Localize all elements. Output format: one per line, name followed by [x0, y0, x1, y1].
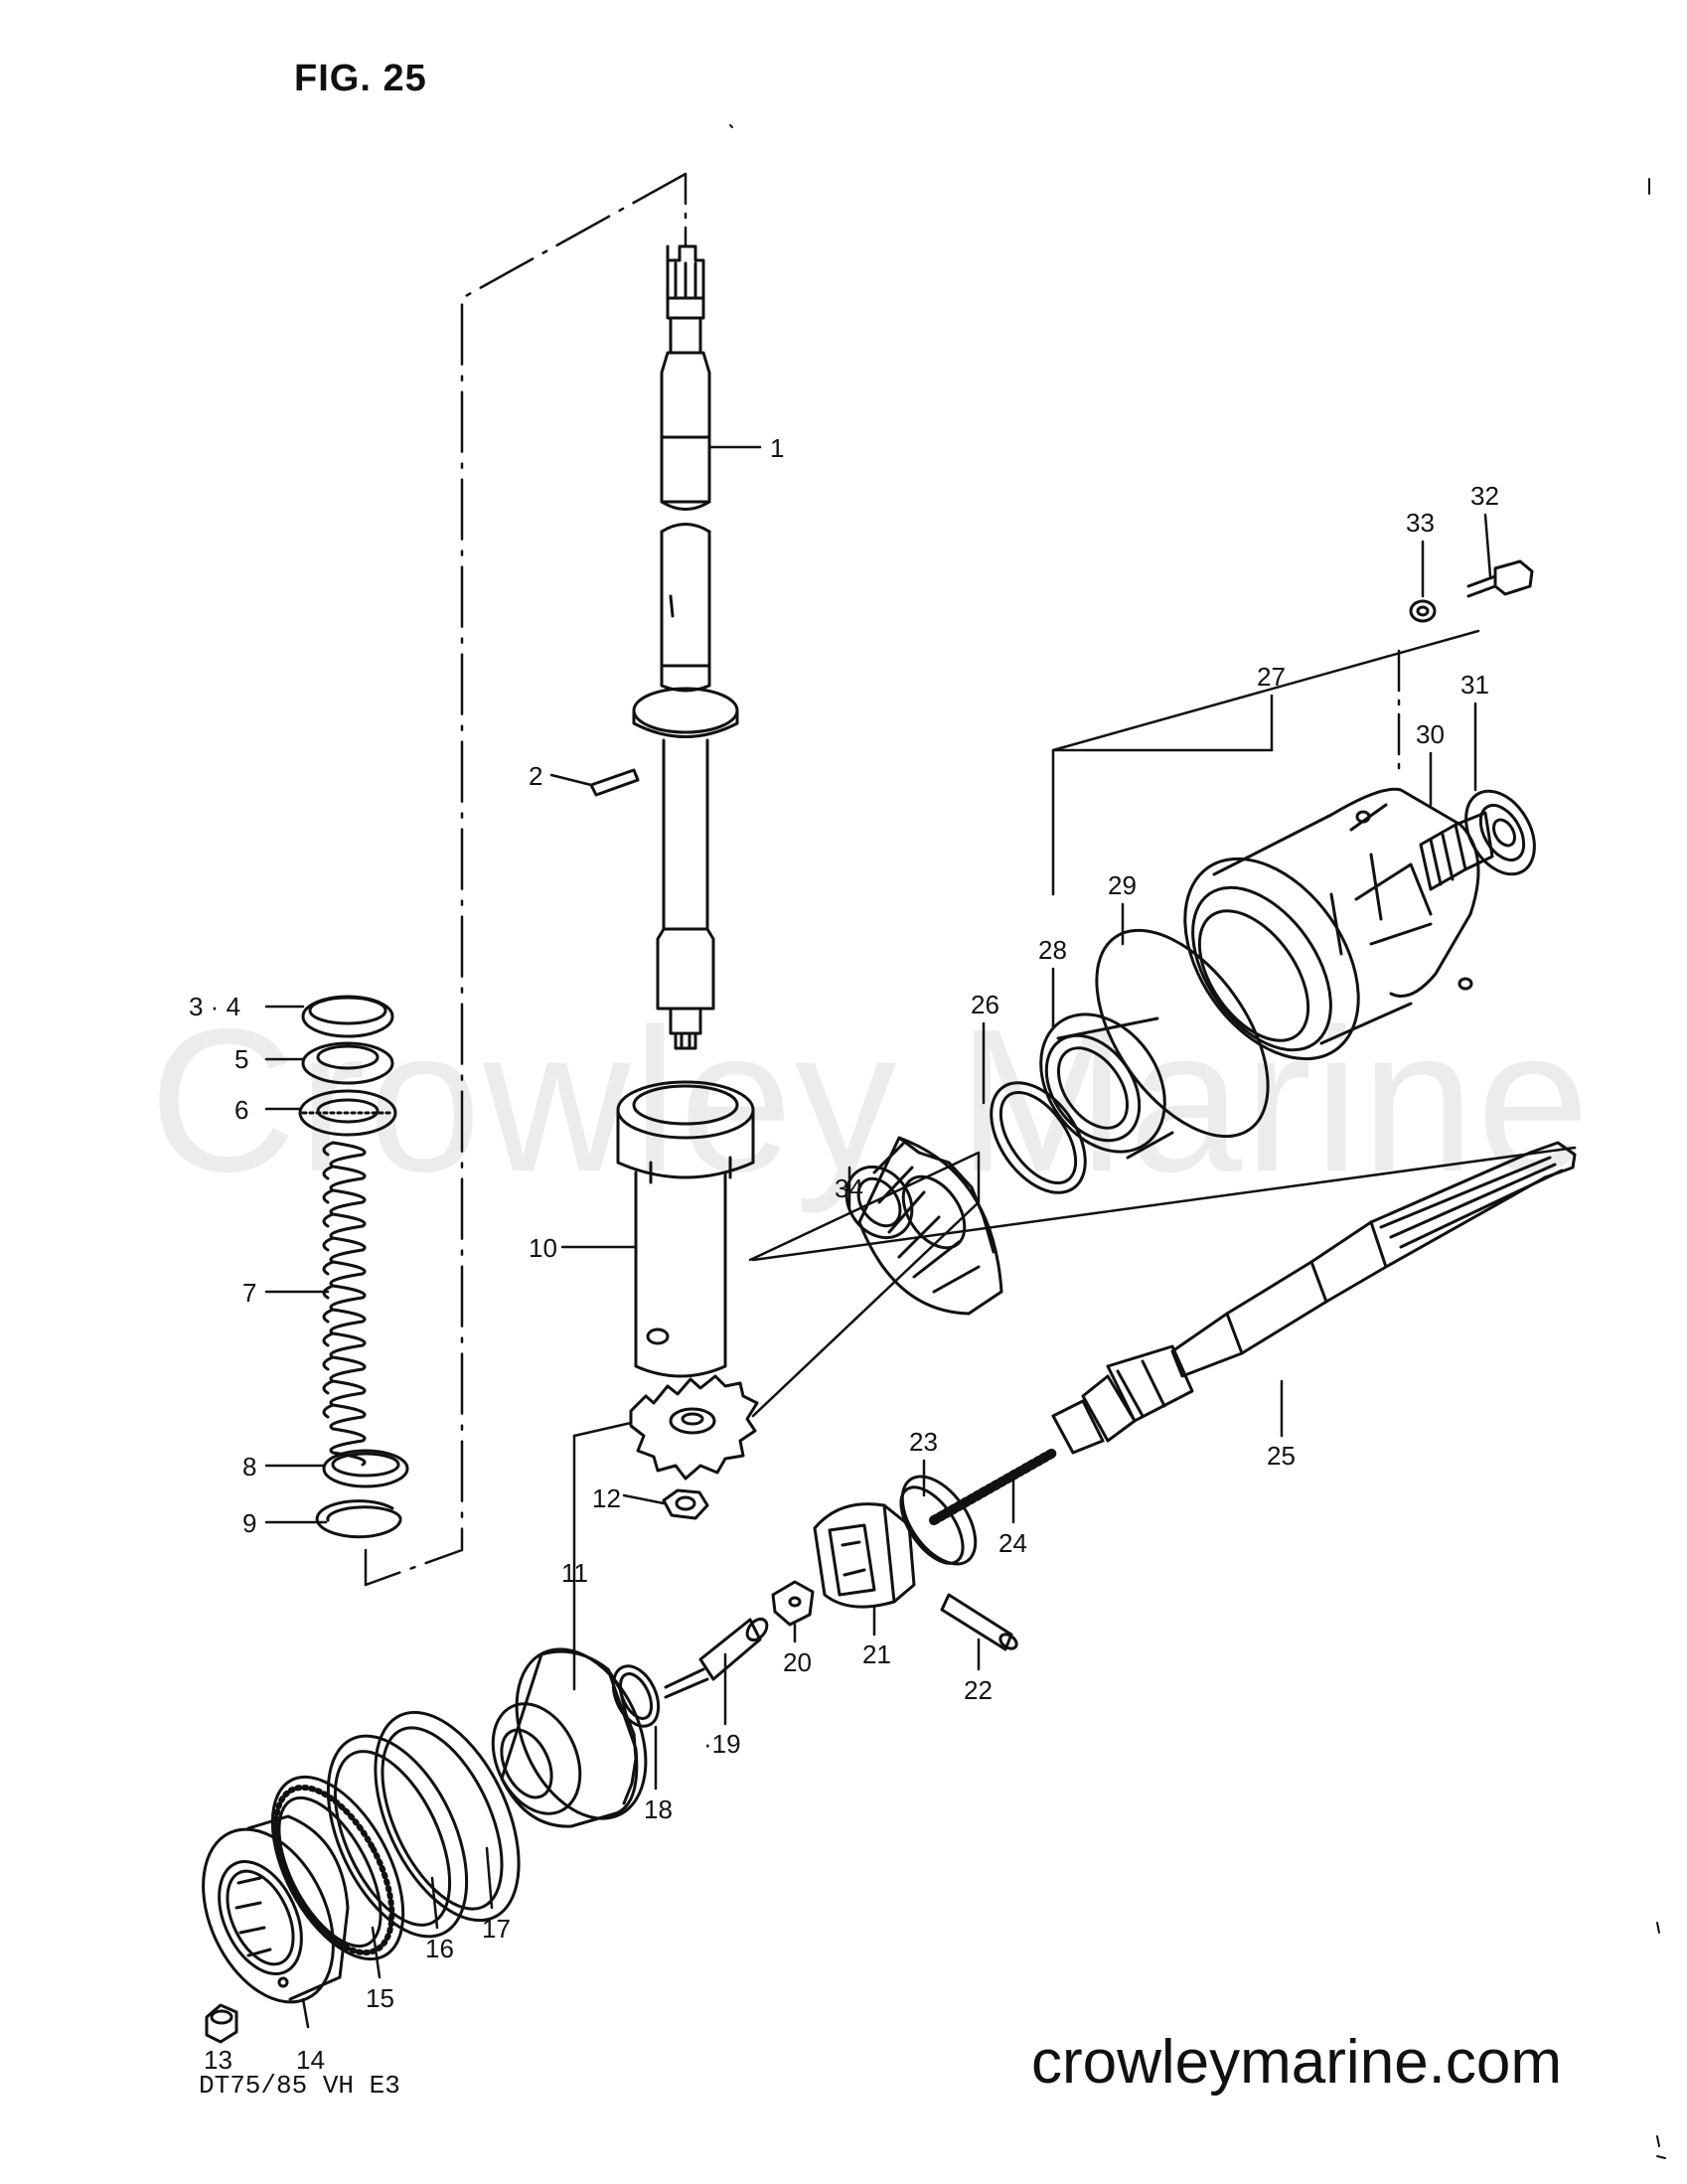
spring-part-7 — [322, 1141, 367, 1467]
callout-13: 13 — [204, 2045, 232, 2075]
circlip-part-9 — [315, 1499, 402, 1539]
callout-31: 31 — [1460, 670, 1489, 700]
callout-23: 23 — [909, 1427, 938, 1457]
washer-part-33 — [1409, 599, 1437, 623]
callout-2: 2 — [529, 761, 543, 791]
callout-32: 32 — [1470, 481, 1499, 511]
callout-14: 14 — [296, 2045, 325, 2075]
model-code: DT75/85 VH E3 — [199, 2071, 400, 2101]
thrust-washer-part-16 — [326, 1734, 469, 1939]
shim-part-26 — [990, 1081, 1087, 1194]
callout-33: 33 — [1406, 508, 1435, 538]
callout-7: 7 — [242, 1278, 257, 1308]
reverse-gear — [491, 1647, 648, 1828]
callout-5: 5 — [234, 1044, 249, 1074]
callout-22: 22 — [964, 1675, 993, 1705]
assembly-bracket-lines — [364, 172, 1577, 1691]
callout-34: 34 — [835, 1173, 863, 1203]
pinion-gear-part-11 — [629, 1374, 759, 1481]
ring-part-8 — [322, 1449, 409, 1488]
driveshaft-part-1 — [632, 244, 739, 1050]
callout-24: 24 — [998, 1528, 1027, 1558]
callout-27: 27 — [1257, 662, 1286, 692]
callout-11: 11 — [561, 1558, 588, 1588]
bushing-part-30 — [1419, 811, 1494, 891]
callout-26: 26 — [971, 990, 999, 1019]
oil-seal-part-31 — [1464, 789, 1536, 876]
shift-pin-part-20 — [771, 1580, 815, 1627]
callout-20: 20 — [783, 1647, 812, 1677]
sleeve-part-10 — [616, 1080, 755, 1378]
clutch-spring-ring-part-23 — [899, 1475, 978, 1566]
callout-3-4: 3 · 4 — [189, 992, 241, 1021]
return-spring-part-24 — [929, 1448, 1058, 1525]
nut-part-12 — [662, 1488, 709, 1520]
bevel-gear-part-34 — [844, 1136, 1003, 1316]
callout-16: 16 — [425, 1934, 454, 1963]
callout-6: 6 — [234, 1095, 249, 1125]
callout-30: 30 — [1416, 719, 1445, 749]
thrust-bearing-part-15 — [270, 1775, 405, 1961]
washer-part-5 — [301, 1041, 394, 1085]
scan-specks — [729, 124, 1666, 2159]
figure-title: FIG. 25 — [294, 58, 427, 99]
propeller-shaft-housing-part-27 — [1183, 787, 1480, 1061]
callout-19: ·19 — [703, 1729, 741, 1759]
cross-pin-part-22 — [940, 1593, 1018, 1651]
website-url[interactable]: crowleymarine.com — [1031, 2028, 1563, 2097]
leader-lines — [264, 445, 1492, 2029]
pin-part-2 — [589, 768, 640, 797]
thrust-bearing-part-6 — [298, 1089, 397, 1137]
o-ring-part-29 — [1095, 928, 1270, 1139]
push-rod-part-19 — [664, 1617, 769, 1699]
callout-18: 18 — [644, 1794, 673, 1824]
bolt-part-32 — [1466, 559, 1534, 598]
shim-ring-part-18 — [611, 1664, 661, 1728]
callout-1: 1 — [770, 433, 785, 463]
callout-10: 10 — [529, 1233, 557, 1263]
bearing-housing-part-14 — [202, 1814, 350, 2004]
callout-12: 12 — [592, 1483, 621, 1513]
callout-8: 8 — [242, 1452, 257, 1482]
callout-17: 17 — [482, 1914, 511, 1944]
clutch-dog-part-21 — [813, 1502, 916, 1609]
propeller-shaft-part-25 — [1051, 1141, 1577, 1455]
callout-9: 9 — [242, 1508, 257, 1538]
callout-28: 28 — [1038, 935, 1067, 965]
shim-part-17 — [374, 1710, 521, 1923]
callout-29: 29 — [1108, 870, 1137, 900]
dowel-part-13 — [205, 2003, 238, 2044]
callout-15: 15 — [366, 1983, 394, 2013]
washer-part-3-4 — [301, 995, 394, 1038]
callout-25: 25 — [1267, 1441, 1296, 1471]
callout-21: 21 — [862, 1639, 891, 1669]
